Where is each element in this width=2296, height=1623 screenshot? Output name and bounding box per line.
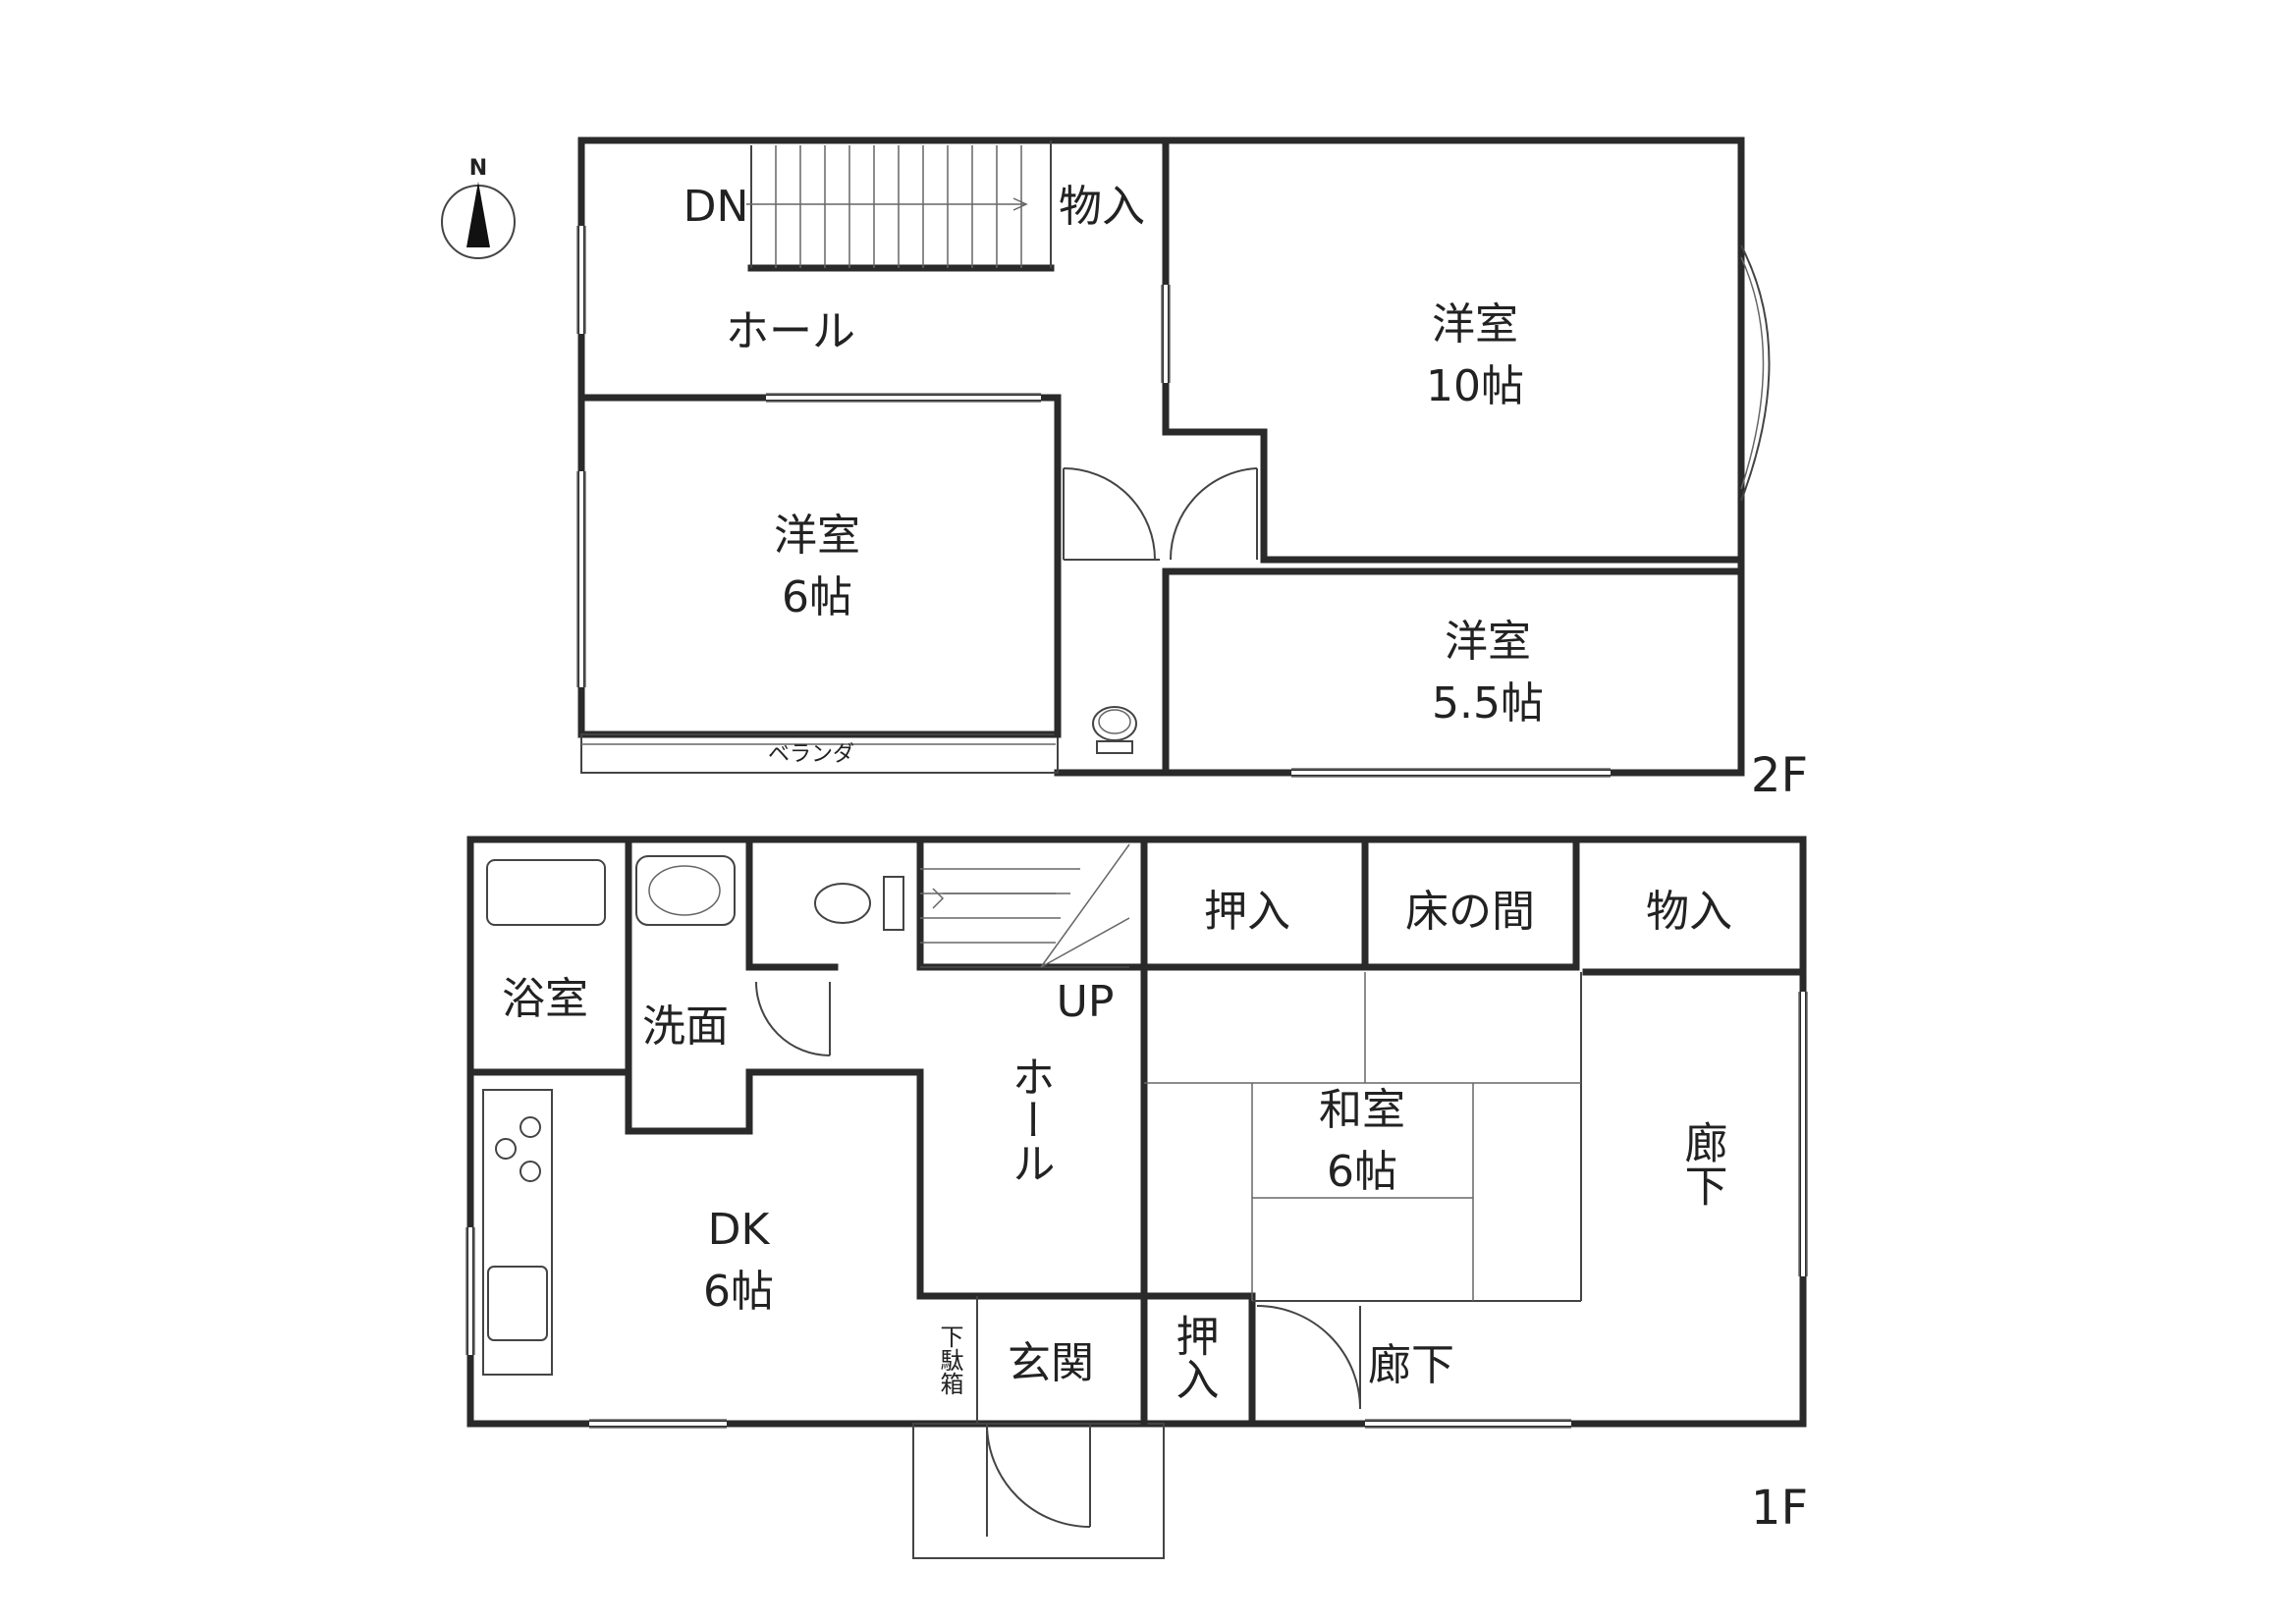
stair-2f xyxy=(746,145,1028,268)
entrance-porch xyxy=(912,1423,1165,1559)
entrance-label: 玄関 xyxy=(1008,1338,1094,1388)
alcove-label: 床の間 xyxy=(1405,887,1535,937)
japanese-room-size: 6帖 xyxy=(1327,1147,1397,1197)
north-arrow-icon: N xyxy=(441,156,516,259)
stair-1f xyxy=(920,843,1130,968)
western-room-6-name: 洋室 xyxy=(774,511,860,561)
corridor-bottom-label: 廊下 xyxy=(1368,1340,1454,1390)
closet-top-label: 押入 xyxy=(1204,887,1290,937)
bathtub-icon xyxy=(486,859,606,926)
second-floor-plan: DN 物入 ホール 洋室 10帖 洋室 6帖 洋室 5.5帖 ベランダ 2F xyxy=(576,136,1808,803)
first-floor-plan: 浴室 洗面 UP 押入 床の間 物入 和室 6帖 廊下 ホール DK 6帖 下駄… xyxy=(465,836,1808,1559)
storage-1f-label: 物入 xyxy=(1646,887,1732,937)
floor-label-2f: 2F xyxy=(1751,748,1808,803)
bay-window xyxy=(1740,244,1771,502)
floor-label-1f: 1F xyxy=(1751,1481,1808,1536)
wash-basin-icon xyxy=(635,855,736,926)
dk-name: DK xyxy=(708,1205,771,1255)
corridor-right-label: 廊下 xyxy=(1677,1120,1727,1207)
dk-size: 6帖 xyxy=(703,1267,774,1317)
kitchen-counter xyxy=(482,1089,553,1376)
veranda-label: ベランダ xyxy=(768,742,854,767)
western-room-5-size: 5.5帖 xyxy=(1432,678,1544,729)
compass-label: N xyxy=(469,156,487,181)
stair-up-label: UP xyxy=(1057,977,1115,1027)
western-room-10-size: 10帖 xyxy=(1426,361,1524,411)
japanese-room-name: 和室 xyxy=(1319,1085,1405,1135)
washroom-label: 洗面 xyxy=(642,1001,729,1052)
hall-1f-label: ホール xyxy=(1005,1055,1055,1184)
bath-label: 浴室 xyxy=(502,974,588,1024)
toilet-icon xyxy=(1092,706,1137,754)
sink-icon xyxy=(487,1266,548,1341)
western-room-5-name: 洋室 xyxy=(1445,617,1531,667)
hall-2f-label: ホール xyxy=(726,306,855,356)
toilet-1f-icon xyxy=(814,876,904,931)
tatami-grid xyxy=(1144,972,1581,1301)
western-room-10-name: 洋室 xyxy=(1432,299,1518,350)
stove-icon xyxy=(495,1116,541,1182)
western-room-6-size: 6帖 xyxy=(782,572,852,622)
shoe-box-label: 下駄箱 xyxy=(936,1325,963,1395)
stair-dn-label: DN xyxy=(683,182,749,232)
closet-small-label: 押入 xyxy=(1169,1314,1219,1400)
veranda-outline xyxy=(580,733,1059,774)
storage-2f-label: 物入 xyxy=(1059,182,1145,232)
